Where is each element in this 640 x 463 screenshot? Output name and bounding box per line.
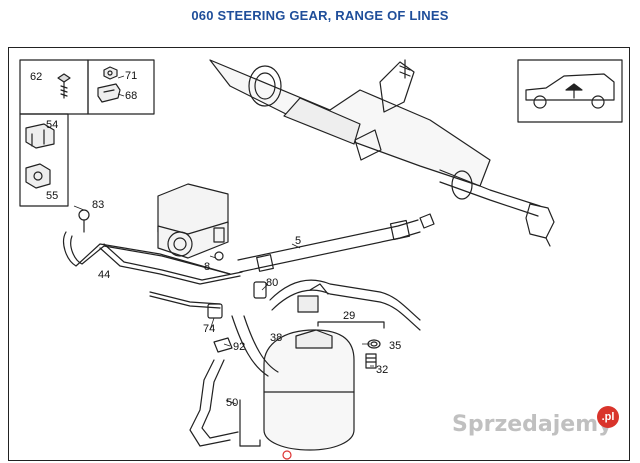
vehicle-outline-icon (525, 73, 615, 109)
watermark-logo: Sprzedajemy (452, 412, 613, 437)
bolt-62-icon (57, 73, 71, 99)
line-29 (269, 279, 421, 331)
label-50: 50 (226, 397, 238, 409)
label-5: 5 (295, 235, 301, 247)
nut-71-icon (103, 66, 118, 80)
label-8: 8 (204, 261, 210, 273)
clamp-92 (213, 337, 233, 353)
label-83: 83 (92, 199, 104, 211)
grommet-55-icon (25, 163, 51, 189)
clamp-74 (207, 303, 223, 319)
label-55: 55 (46, 190, 58, 202)
label-35: 35 (389, 340, 401, 352)
fluid-reservoir (263, 329, 355, 451)
line-44 (63, 231, 243, 309)
vehicle-inset-box (517, 59, 623, 123)
label-32: 32 (376, 364, 388, 376)
clip-68-icon (97, 83, 121, 103)
label-68: 68 (125, 90, 137, 102)
screw-32-icon (365, 353, 377, 369)
label-74: 74 (203, 323, 215, 335)
label-62: 62 (30, 71, 42, 83)
bracket-29 (317, 321, 385, 329)
label-44: 44 (98, 269, 110, 281)
diagram-title: 060 STEERING GEAR, RANGE OF LINES (191, 8, 449, 23)
hose-38 (231, 315, 279, 377)
label-71: 71 (125, 70, 137, 82)
hose-50 (189, 359, 261, 447)
label-92: 92 (233, 341, 245, 353)
inset-box-54-55 (19, 113, 69, 207)
diagram-frame (8, 47, 630, 461)
label-29: 29 (343, 310, 355, 322)
label-38: 38 (270, 332, 282, 344)
power-steering-pump (157, 183, 229, 261)
drain-plug-icon (282, 450, 292, 460)
watermark-badge: .pl (597, 406, 619, 428)
inset-box-62 (19, 59, 89, 115)
fitting-80 (253, 281, 267, 299)
hose-5 (237, 213, 435, 273)
bolt-83-icon (78, 209, 90, 233)
steering-gear-housing (209, 59, 555, 247)
inset-box-71-68 (87, 59, 155, 115)
label-54: 54 (46, 119, 58, 131)
label-80: 80 (266, 277, 278, 289)
grommet-54-icon (25, 123, 55, 149)
